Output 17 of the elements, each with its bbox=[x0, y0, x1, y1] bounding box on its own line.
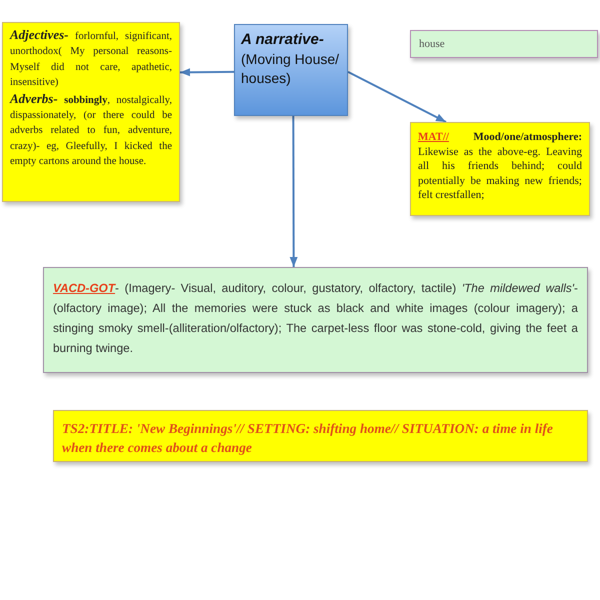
note-text: Adverbs- sobbingly, nostalgically, dispassionately, (or there could be adverbs related to fun, adventure, crazy)- eg, Gleefully, I kicked the empty cartons around the house. bbox=[10, 90, 172, 170]
note-text: house bbox=[419, 37, 446, 51]
note-box bbox=[43, 267, 588, 373]
note-box bbox=[410, 122, 590, 216]
note-text: Adjectives- forlornful, significant, unorthodox( My personal reasons- Myself did not care, apathetic, insensitive) bbox=[10, 27, 172, 90]
title-text: TS2:TITLE: 'New Beginnings'// SETTING: shifting home// SITUATION: a time in life when there comes about a change bbox=[62, 420, 554, 457]
arrow bbox=[290, 116, 298, 267]
note-box bbox=[2, 22, 180, 202]
topic-box bbox=[234, 24, 348, 116]
topic-heading: A narrative- bbox=[241, 30, 325, 50]
note-text: MAT// Mood/one/atmosphere: Likewise as the above-eg. Leaving all his friends behind; could potentially be making new friends; felt crestfallen; bbox=[418, 130, 582, 203]
title-box bbox=[53, 410, 588, 462]
note-text: VACD-GOT- (Imagery- Visual, auditory, colour, gustatory, olfactory, tactile) 'The mildewed walls'- (olfactory image); All the memories were stuck as black and white images (colour imagery); a stinging smoky smell-(alliteration/olfactory); The carpet-less floor was stone-cold, giving the feet a burning twinge. bbox=[53, 280, 578, 357]
arrow bbox=[348, 70, 446, 123]
topic-text: (Moving House/ houses) bbox=[241, 50, 340, 88]
note-box bbox=[410, 30, 598, 58]
arrow bbox=[180, 68, 234, 76]
